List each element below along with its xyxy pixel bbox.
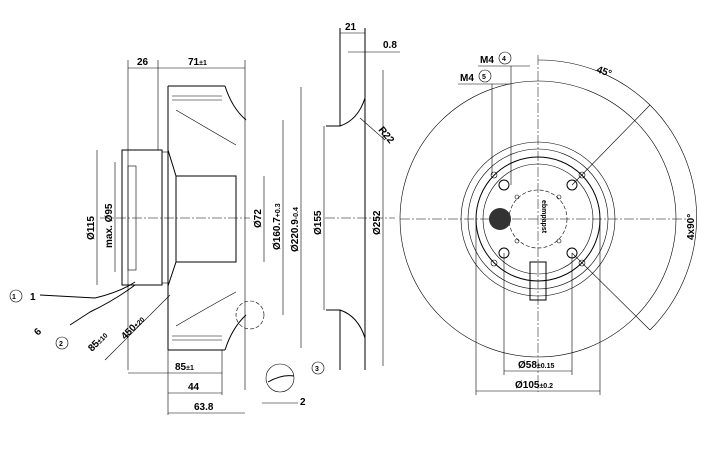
impeller-outer-circle	[399, 80, 677, 358]
dim-2: 2	[300, 397, 306, 408]
dim-26: 26	[137, 57, 149, 68]
dim-d252: Ø252	[372, 210, 383, 235]
impeller-outline	[167, 85, 225, 351]
dim-d220: Ø220.9-0.4	[290, 207, 301, 252]
dim-63-8: 63.8	[194, 402, 214, 413]
detail-3	[265, 363, 295, 393]
callout-1-number: 1	[12, 294, 16, 301]
dim-r22: R22	[376, 125, 397, 146]
rotor	[175, 175, 237, 263]
front-view: ebmpapst M4 4 M4 5 45° 4x90° Ø58±0.15 Ø1…	[399, 51, 697, 395]
side-view: 26 71±1 Ø115 max. Ø95 Ø72 Ø160.7+0.3 Ø22…	[9, 57, 325, 415]
dim-max-d95: max. Ø95	[104, 203, 115, 248]
inlet-ring-profile	[326, 97, 366, 339]
m4-label-4: M4	[480, 55, 494, 66]
cable-gland	[489, 208, 511, 230]
dim-85-cable: 85±10	[86, 330, 110, 354]
dim-21: 21	[345, 22, 357, 33]
dim-d160: Ø160.7+0.3	[272, 203, 283, 250]
dim-d105: Ø105±0.2	[515, 380, 553, 391]
dim-0-8: 0.8	[383, 40, 397, 51]
angle-45-arc	[537, 59, 651, 106]
inlet-ring-view: 21 0.8 Ø155 Ø252 R22	[313, 22, 400, 370]
callout-3: 3	[315, 366, 319, 373]
dim-d155: Ø155	[313, 210, 324, 235]
angle-45: 45°	[595, 64, 613, 80]
callout-4: 4	[502, 56, 506, 63]
dim-d72: Ø72	[253, 209, 264, 228]
callout-1: 1	[30, 292, 36, 303]
dim-71: 71±1	[188, 57, 207, 68]
cable-1	[39, 281, 136, 299]
logo-text: ebmpapst	[540, 200, 547, 234]
dim-85: 85±1	[175, 362, 194, 373]
cable-2	[69, 284, 136, 326]
callout-2: 2	[59, 341, 63, 348]
angle-4x90-arc	[649, 104, 697, 331]
dim-d115: Ø115	[86, 216, 97, 240]
dim-d58: Ø58±0.15	[518, 360, 554, 371]
dim-6: 6	[32, 326, 44, 338]
connector	[529, 261, 547, 301]
callout-5: 5	[482, 74, 486, 81]
dim-450: 450±20	[119, 314, 147, 342]
angle-4x90: 4x90°	[686, 214, 697, 240]
m4-label-5: M4	[460, 73, 474, 84]
dim-44: 44	[188, 382, 200, 393]
